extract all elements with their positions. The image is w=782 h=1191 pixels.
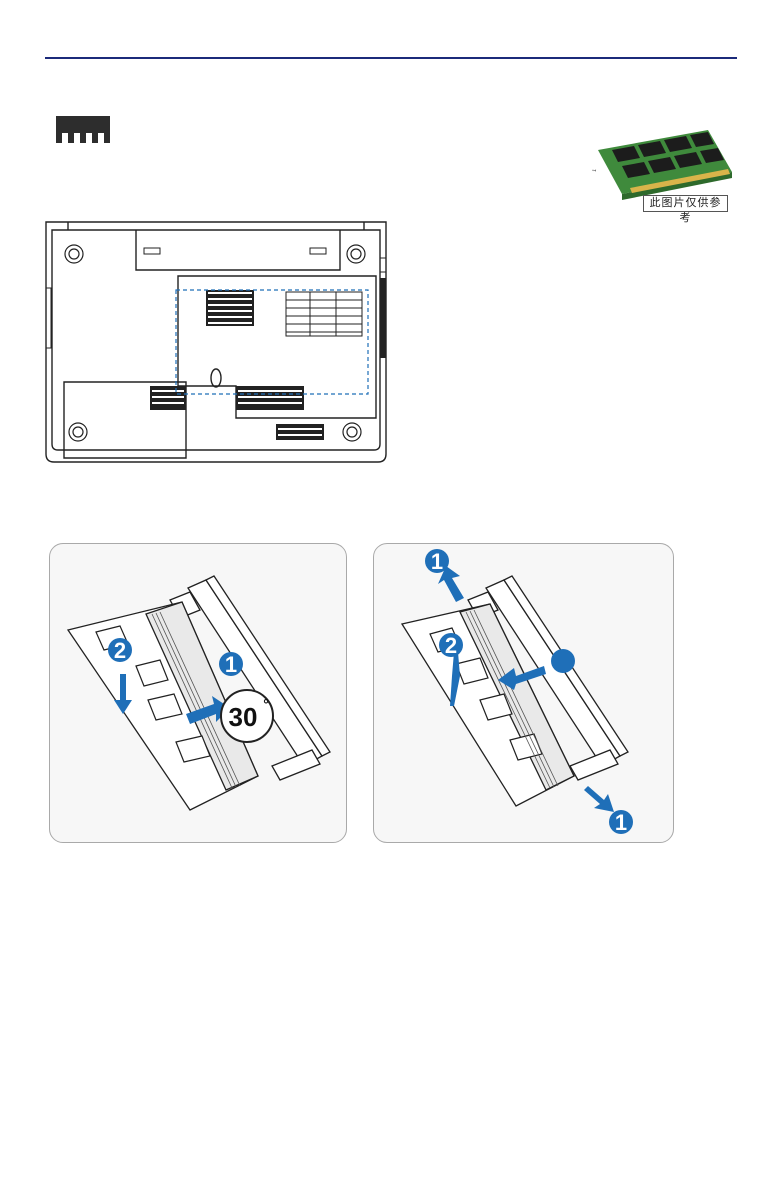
install-memory-panel: 1 2 30 ° xyxy=(49,543,347,843)
remove-step-1-top: 1 xyxy=(431,549,443,574)
install-step-1: 1 xyxy=(225,652,237,677)
angle-unit: ° xyxy=(263,696,269,712)
remove-memory-panel: 1 2 1 xyxy=(373,543,674,843)
svg-text:1: 1 xyxy=(592,168,598,172)
remove-unnumbered-badge xyxy=(551,649,575,673)
header-rule xyxy=(45,57,737,59)
install-step-2: 2 xyxy=(114,638,126,663)
photo-caption: 此图片仅供参考 xyxy=(643,195,728,212)
memory-module-icon xyxy=(54,113,112,145)
install-diagram: 1 2 30 ° xyxy=(50,544,346,842)
remove-step-2: 2 xyxy=(445,633,457,658)
laptop-bottom-view xyxy=(40,218,392,466)
remove-step-1-bottom: 1 xyxy=(615,810,627,835)
angle-value: 30 xyxy=(229,702,258,732)
remove-diagram: 1 2 1 xyxy=(374,544,673,842)
